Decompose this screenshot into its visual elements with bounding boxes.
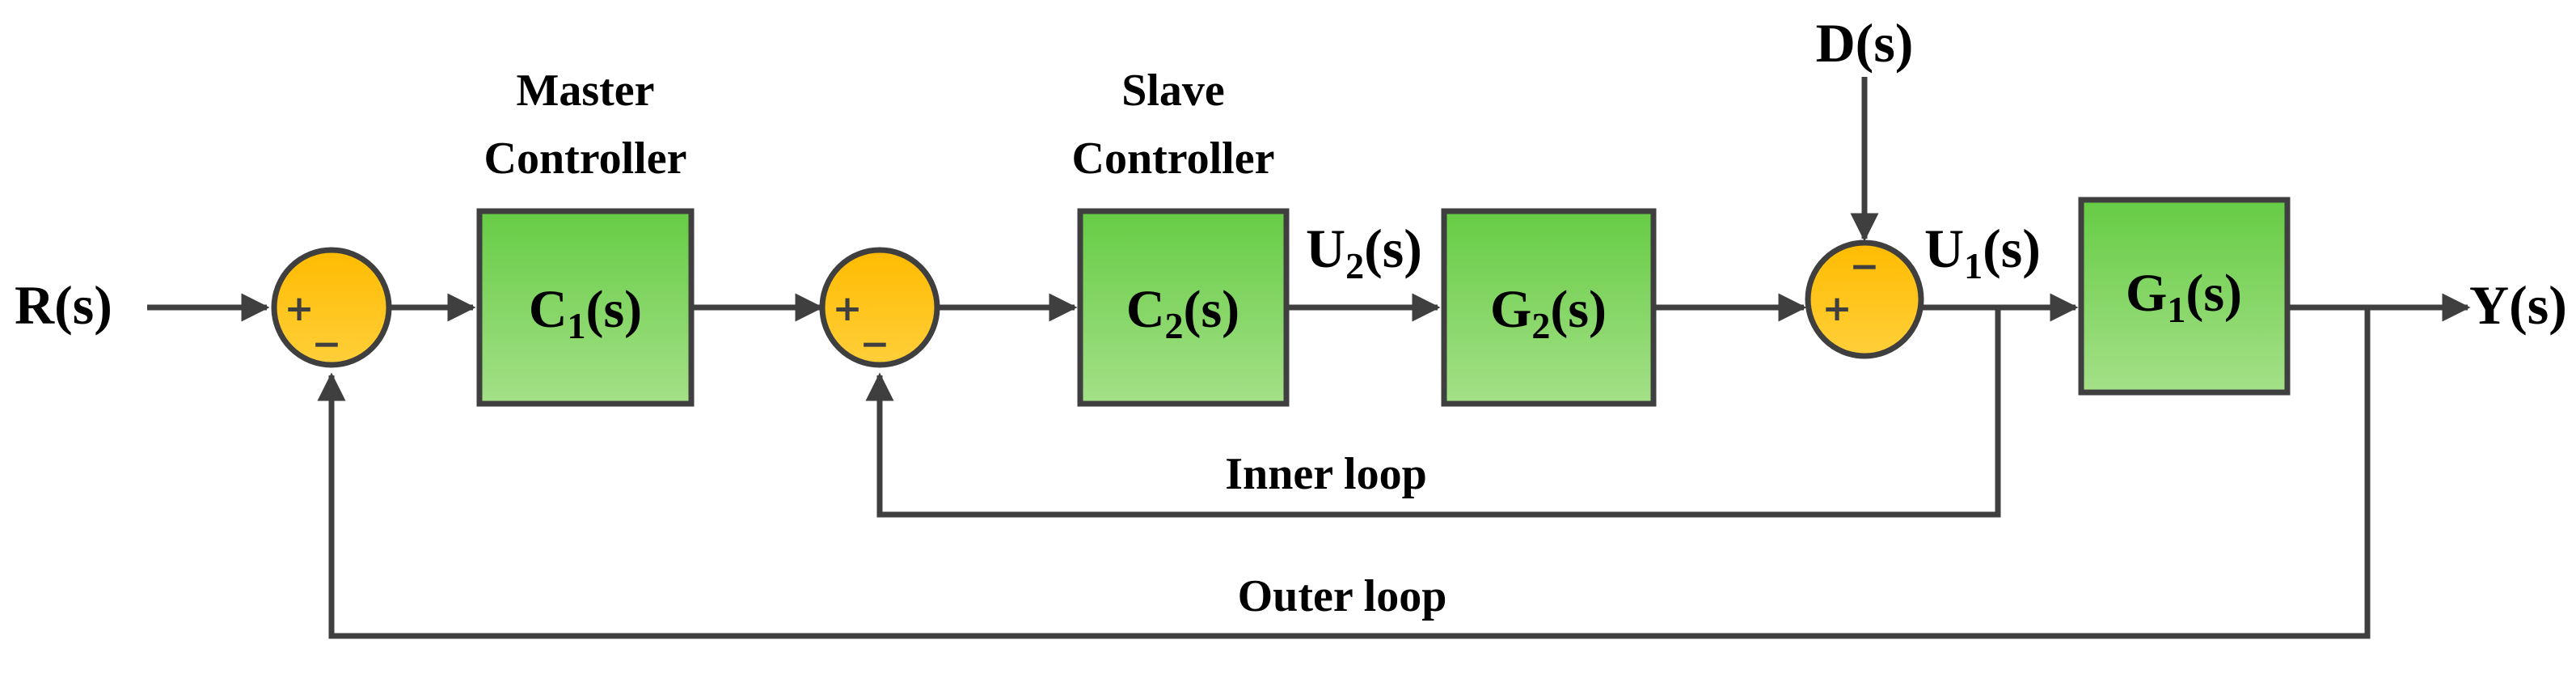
block-c2-label: C2(s) [1126,280,1239,346]
junction-plus-sign: + [833,288,863,329]
inner-loop-label: Inner loop [1225,449,1426,499]
disturbance-label: D(s) [1816,12,1914,74]
summing-junction-1: + − [271,247,392,368]
signal-lines [147,77,2471,639]
input-signal-label: R(s) [15,274,112,336]
summing-junction-3: − + [1805,239,1924,359]
block-c2: C2(s) [1077,208,1290,407]
junction-plus-sign: + [285,288,315,329]
junction-minus-sign: − [1850,246,1880,287]
master-controller-subtitle: Controller [484,133,687,184]
master-controller-title: Master [516,66,654,116]
slave-controller-subtitle: Controller [1072,133,1275,184]
u1-signal-label: U1(s) [1924,218,2041,286]
block-g1: G1(s) [2078,197,2291,396]
block-g1-label: G1(s) [2126,264,2242,330]
junction-plus-sign: + [1822,288,1852,329]
block-g2-label: G2(s) [1490,280,1607,346]
output-signal-label: Y(s) [2469,274,2567,336]
junction-minus-sign: − [312,324,342,365]
slave-controller-title: Slave [1121,66,1225,116]
outer-loop-label: Outer loop [1238,571,1447,621]
u2-signal-label: U2(s) [1306,218,1422,286]
block-c1: C1(s) [476,208,695,407]
block-c1-label: C1(s) [529,280,642,346]
junction-minus-sign: − [860,324,890,365]
summing-junction-2: + − [819,247,940,368]
outer-loop-feedback [317,307,2371,639]
block-g2: G2(s) [1441,208,1657,407]
inner-loop-feedback [865,307,2001,518]
